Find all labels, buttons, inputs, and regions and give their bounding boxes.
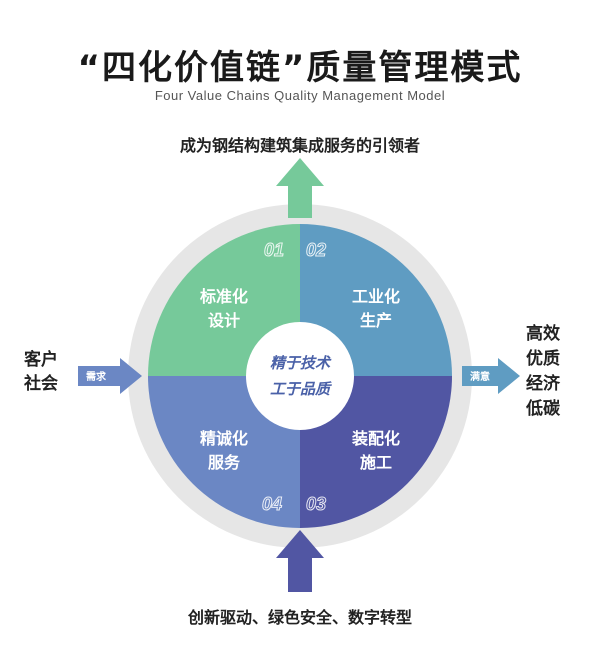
- right-output-line-3: 经济: [526, 374, 560, 394]
- center-circle: [246, 322, 354, 430]
- segment-number-01: 01: [264, 240, 284, 260]
- left-input-block: 客户 社会: [24, 348, 76, 396]
- segment-number-02: 02: [306, 240, 326, 260]
- segment-production-label-1: 工业化: [352, 287, 400, 306]
- left-right-arrow: [78, 358, 142, 394]
- page-title: “四化价值链”质量管理模式: [77, 48, 523, 88]
- segment-number-04: 04: [262, 494, 282, 514]
- right-right-arrow: [462, 358, 520, 394]
- right-arrow-label: 满意: [470, 370, 490, 383]
- bottom-up-arrow: [276, 530, 324, 592]
- bottom-drivers-text: 创新驱动、绿色安全、数字转型: [187, 608, 412, 627]
- right-output-block: 高效 优质 经济 低碳: [526, 322, 574, 422]
- center-label-2: 工于品质: [270, 380, 332, 398]
- segment-construction-label-2: 施工: [360, 453, 392, 472]
- segment-service-label-1: 精诚化: [200, 429, 248, 448]
- page-subtitle: Four Value Chains Quality Management Mod…: [154, 88, 446, 103]
- top-goal-text: 成为钢结构建筑集成服务的引领者: [179, 136, 420, 155]
- segment-service-label-2: 服务: [208, 453, 241, 472]
- center-label-1: 精于技术: [270, 354, 332, 372]
- right-output-line-4: 低碳: [526, 399, 560, 419]
- right-output-line-2: 优质: [526, 349, 560, 369]
- segment-number-03: 03: [306, 494, 326, 514]
- left-input-line-1: 客户: [24, 350, 58, 370]
- segment-design-label-1: 标准化: [199, 287, 248, 306]
- left-input-line-2: 社会: [24, 374, 58, 394]
- top-up-arrow: [276, 158, 324, 218]
- right-output-line-1: 高效: [526, 324, 560, 344]
- segment-production-label-2: 生产: [360, 311, 392, 330]
- segment-design-label-2: 设计: [208, 311, 240, 330]
- segment-construction-label-1: 装配化: [351, 429, 400, 448]
- left-arrow-label: 需求: [86, 370, 107, 383]
